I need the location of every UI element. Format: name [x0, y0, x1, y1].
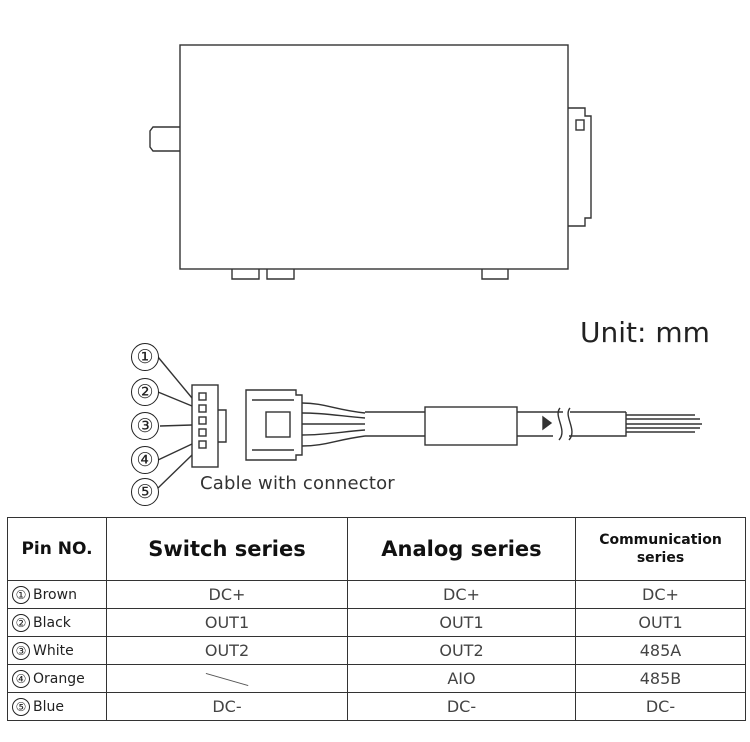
- wire-ends: [626, 414, 702, 433]
- callout-line-3: [159, 424, 193, 427]
- analog-cell: DC-: [347, 692, 576, 721]
- pin-number: ①: [12, 585, 30, 604]
- switch-cell: DC-: [106, 692, 348, 721]
- cable-caption: Cable with connector: [200, 473, 395, 494]
- unit-label: Unit: mm: [580, 316, 710, 349]
- pin-callout-2: ②: [131, 378, 159, 406]
- comm-cell: DC+: [575, 580, 746, 609]
- wire-color: Brown: [33, 586, 77, 603]
- bottom-foot-2: [266, 269, 295, 280]
- cable-jacket: [365, 411, 425, 437]
- switch-cell: OUT2: [106, 636, 348, 665]
- wire-color: Orange: [33, 670, 85, 687]
- callout-line-4: [157, 443, 193, 461]
- pin-number: ②: [12, 613, 30, 632]
- pin-callout-5: ⑤: [131, 478, 159, 506]
- pin-number: ④: [12, 669, 30, 688]
- switch-cell: DC+: [106, 580, 348, 609]
- pin-callout-1: ①: [131, 343, 159, 371]
- analog-cell: DC+: [347, 580, 576, 609]
- wire-2: [301, 412, 366, 419]
- pin-number: ③: [12, 641, 30, 660]
- wire-4: [301, 429, 366, 436]
- wire-1: [301, 402, 366, 414]
- callout-line-5: [157, 454, 193, 489]
- analog-cell: OUT2: [347, 636, 576, 665]
- switch-cell: OUT1: [106, 608, 348, 637]
- table-header-row: Pin NO. Switch series Analog series Comm…: [7, 517, 746, 581]
- sensor-housing: [179, 44, 569, 270]
- wire-color: Blue: [33, 698, 64, 715]
- bottom-foot-1: [231, 269, 260, 280]
- not-applicable-slash: [205, 672, 249, 687]
- comm-cell: DC-: [575, 692, 746, 721]
- cable-break: [557, 407, 573, 441]
- connector-plug: [245, 389, 303, 461]
- analog-cell: AIO: [347, 664, 576, 693]
- header-communication-series: Communication series: [575, 517, 746, 581]
- wire-color: Black: [33, 614, 71, 631]
- left-stub: [149, 126, 180, 152]
- right-clip: [568, 107, 592, 227]
- pin-number: ⑤: [12, 697, 30, 716]
- comm-cell: OUT1: [575, 608, 746, 637]
- pin-assignment-table: Pin NO. Switch series Analog series Comm…: [7, 517, 746, 721]
- wire-5: [301, 435, 366, 447]
- cable-sleeve: [424, 406, 518, 446]
- callout-line-2: [157, 391, 193, 407]
- analog-cell: OUT1: [347, 608, 576, 637]
- pin-callout-3: ③: [131, 412, 159, 440]
- callout-line-1: [157, 356, 193, 399]
- switch-cell-not-applicable: [106, 664, 348, 693]
- comm-cell: 485B: [575, 664, 746, 693]
- header-switch-series: Switch series: [106, 517, 348, 581]
- right-clip-window: [575, 119, 585, 131]
- header-analog-series: Analog series: [347, 517, 576, 581]
- wire-color: White: [33, 642, 74, 659]
- pin-callout-4: ④: [131, 446, 159, 474]
- comm-cell: 485A: [575, 636, 746, 665]
- sensor-drawing: [149, 44, 702, 489]
- connector-receptacle: [191, 384, 219, 468]
- header-pin-no: Pin NO.: [7, 517, 107, 581]
- bottom-foot-3: [481, 269, 509, 280]
